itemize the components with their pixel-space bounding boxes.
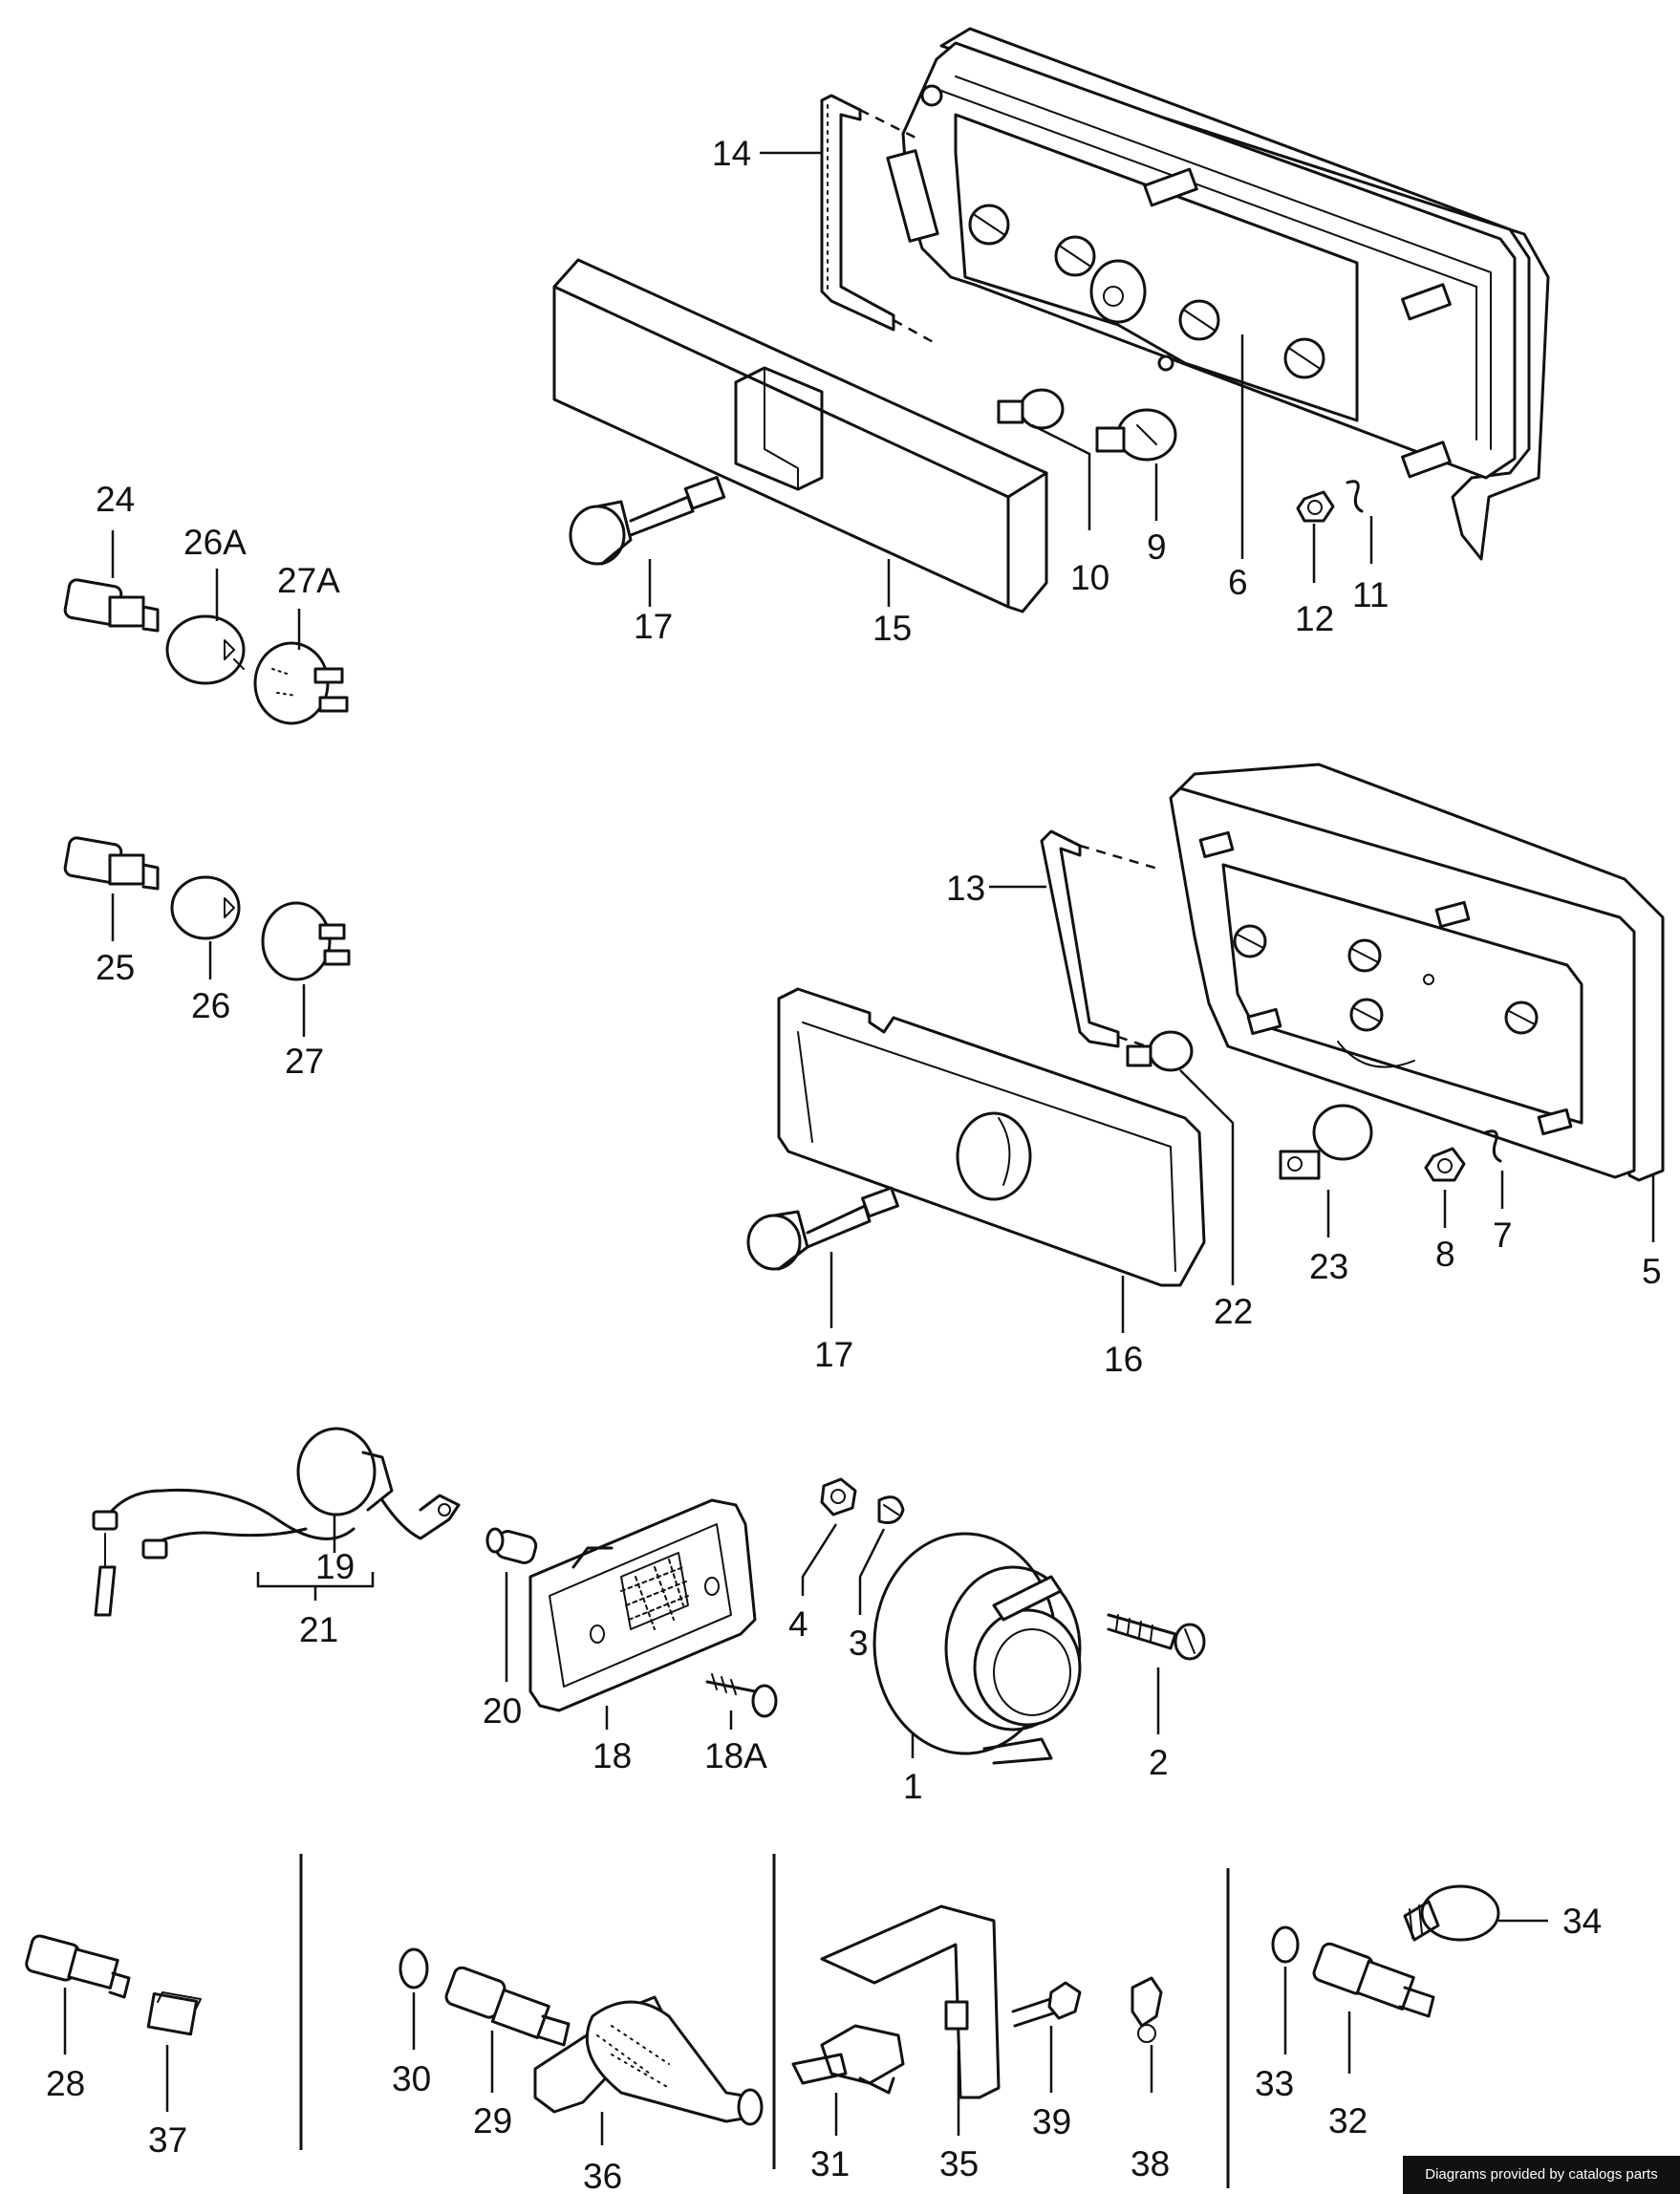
switch-29 — [444, 1966, 571, 2047]
label-22: 22 — [1214, 1292, 1253, 1331]
label-38: 38 — [1131, 2144, 1170, 2183]
boot-36 — [533, 1995, 764, 2126]
label-34: 34 — [1562, 1902, 1602, 1941]
leader-lines — [63, 151, 1655, 2145]
tail-light-lens-upper — [552, 258, 1048, 613]
label-29: 29 — [473, 2101, 512, 2140]
label-26a: 26A — [183, 523, 247, 562]
gasket-upper — [820, 94, 937, 346]
label-17b: 17 — [814, 1335, 853, 1374]
label-2: 2 — [1149, 1743, 1169, 1782]
label-15: 15 — [872, 609, 912, 648]
callout-labels: 14 17 15 10 9 6 12 11 24 26A 27A 25 26 2… — [46, 134, 1662, 2194]
boot-27a — [253, 641, 349, 725]
washer-3 — [877, 1495, 905, 1524]
nut-upper — [1296, 490, 1335, 523]
label-33: 33 — [1255, 2064, 1294, 2103]
label-30: 30 — [392, 2059, 431, 2098]
bulb-large-lower — [1279, 1104, 1373, 1180]
label-26: 26 — [191, 986, 230, 1025]
label-14: 14 — [712, 134, 751, 173]
bulb-small-upper — [997, 388, 1065, 430]
boot-27 — [261, 901, 351, 981]
adjusting-knob-upper — [569, 476, 726, 566]
switch-32 — [1312, 1942, 1435, 2018]
label-39: 39 — [1032, 2102, 1071, 2141]
tail-light-lens-lower — [777, 987, 1206, 1287]
watermark-banner: Diagrams provided by catalogs parts — [1403, 2156, 1680, 2194]
switch-24 — [63, 578, 160, 633]
socket-19 — [296, 1427, 461, 1540]
nut-lower — [1424, 1147, 1466, 1182]
bulb-large-upper — [1095, 408, 1177, 462]
label-36: 36 — [583, 2157, 622, 2194]
label-11: 11 — [1352, 575, 1389, 614]
screw-18a — [705, 1673, 778, 1718]
oring-33 — [1271, 1925, 1300, 1964]
clip-38 — [1131, 1976, 1163, 2043]
switch-28 — [25, 1934, 131, 1999]
connector-37 — [146, 1991, 202, 2036]
label-10: 10 — [1070, 558, 1109, 597]
label-24: 24 — [96, 480, 135, 519]
label-4: 4 — [788, 1604, 808, 1644]
tail-light-housing-upper — [886, 27, 1550, 561]
tail-light-housing-lower — [1169, 763, 1665, 1182]
side-marker-18 — [528, 1498, 757, 1712]
turn-signal-1 — [872, 1532, 1082, 1765]
adjusting-knob-lower — [746, 1186, 899, 1271]
label-23: 23 — [1309, 1247, 1348, 1286]
harness-21 — [92, 1488, 355, 1617]
bulb-small-lower — [1126, 1030, 1194, 1072]
label-37: 37 — [148, 2120, 187, 2160]
connector-26a — [165, 614, 246, 685]
bolt-2 — [1107, 1613, 1206, 1661]
bolt-39 — [1011, 1981, 1082, 2028]
label-3: 3 — [849, 1624, 869, 1663]
label-28: 28 — [46, 2064, 85, 2103]
label-18: 18 — [592, 1736, 632, 1775]
bracket-35 — [820, 1904, 1001, 2099]
label-18a: 18A — [704, 1736, 767, 1775]
label-27a: 27A — [277, 561, 340, 600]
label-13: 13 — [946, 869, 985, 908]
label-32: 32 — [1328, 2101, 1368, 2140]
nut-4 — [820, 1477, 857, 1516]
plug-34 — [1403, 1884, 1500, 1942]
label-21: 21 — [299, 1610, 338, 1649]
switch-25 — [63, 836, 160, 891]
label-9: 9 — [1147, 527, 1167, 567]
label-27: 27 — [285, 1042, 324, 1081]
switch-31 — [791, 2024, 905, 2095]
label-35: 35 — [939, 2144, 979, 2183]
oring-30 — [398, 1947, 429, 1990]
label-12: 12 — [1295, 599, 1334, 638]
washer-lower — [1484, 1129, 1502, 1163]
label-31: 31 — [810, 2144, 850, 2183]
label-5: 5 — [1642, 1252, 1662, 1291]
connector-26 — [170, 875, 241, 940]
label-20: 20 — [483, 1691, 522, 1731]
label-1: 1 — [903, 1767, 923, 1806]
label-8: 8 — [1435, 1235, 1455, 1274]
label-6: 6 — [1228, 563, 1248, 602]
gasket-lower — [1040, 829, 1162, 1053]
washer-upper — [1346, 480, 1364, 513]
label-7: 7 — [1493, 1215, 1513, 1255]
label-25: 25 — [96, 948, 135, 987]
label-17a: 17 — [634, 607, 673, 646]
label-19: 19 — [315, 1547, 355, 1586]
label-16: 16 — [1104, 1340, 1143, 1379]
bulb-20 — [485, 1527, 538, 1564]
